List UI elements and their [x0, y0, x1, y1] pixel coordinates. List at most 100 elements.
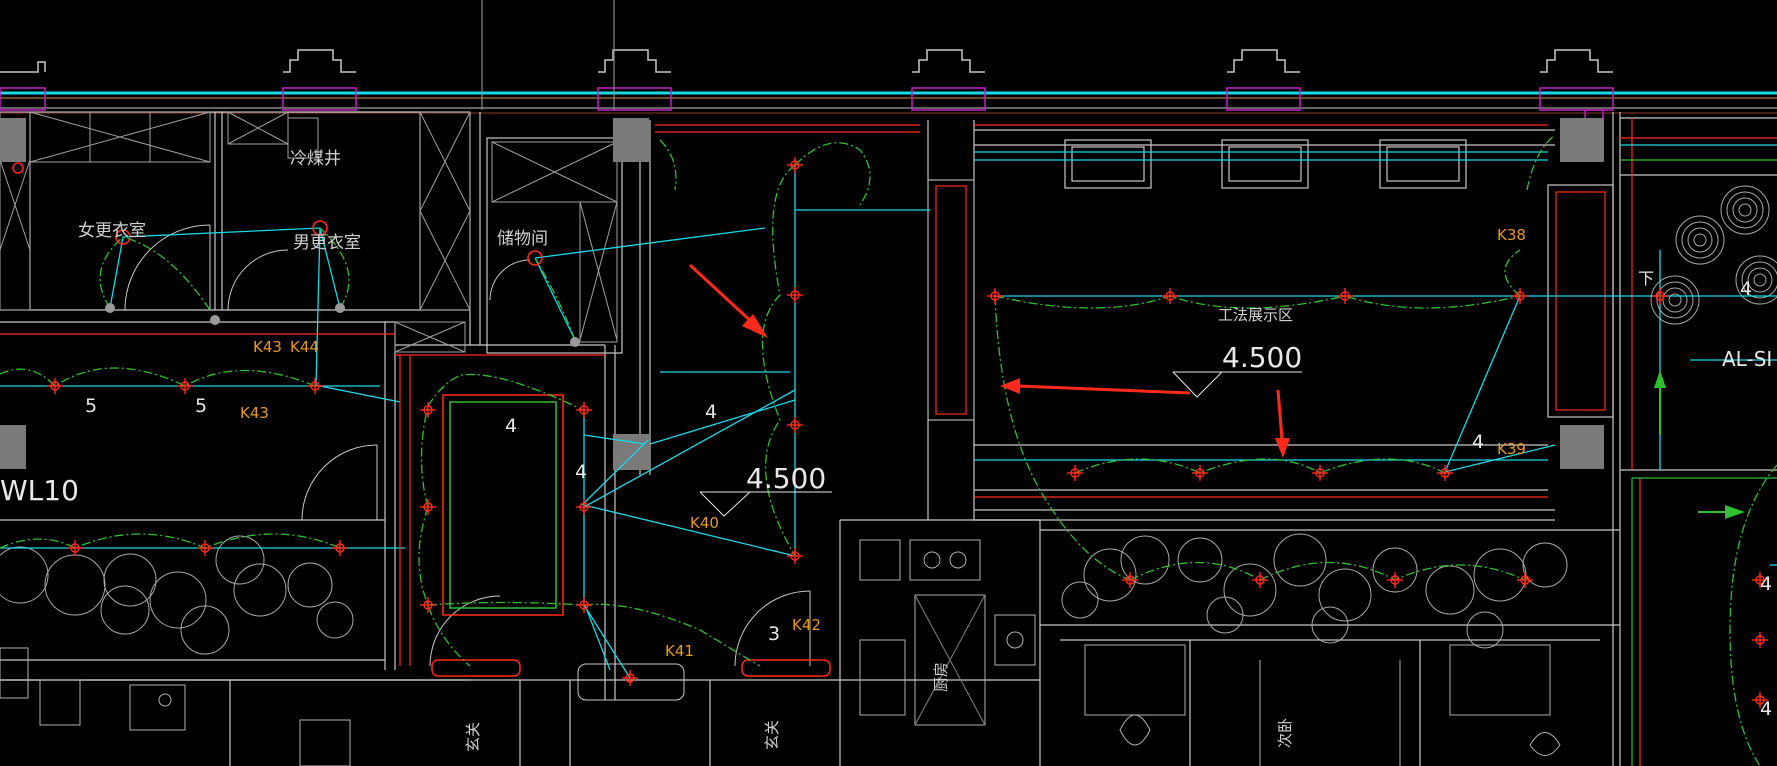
- light-fixture-symbol: [1437, 465, 1453, 481]
- vent-symbol: [1720, 185, 1770, 235]
- light-fixture-symbol: [787, 287, 803, 303]
- doors: [124, 224, 811, 667]
- lighting-fixtures: [12, 157, 1768, 708]
- level-label-mid: 4.500: [746, 462, 826, 495]
- room-label-storage: 储物间: [497, 229, 548, 249]
- red-cables: [0, 124, 1777, 666]
- switch-symbol: [210, 315, 220, 325]
- light-fixture-symbol: [177, 378, 193, 394]
- light-fixture-symbol: [1162, 288, 1178, 304]
- light-fixture-symbol: [576, 597, 592, 613]
- light-fixture-symbol: [420, 499, 436, 515]
- light-fixture-symbol: [307, 378, 323, 394]
- vent-symbol: [1687, 227, 1713, 253]
- vent-symbol: [1681, 221, 1719, 259]
- vent-symbol: [1726, 191, 1764, 229]
- vent-symbol: [1656, 281, 1694, 319]
- wire-count-3: 3: [768, 623, 780, 645]
- tree-symbol: [1372, 547, 1418, 593]
- tree-symbol: [1473, 548, 1527, 602]
- tree-symbol: [1425, 565, 1475, 615]
- stair-down-label: 下: [1638, 269, 1654, 288]
- tree-symbol: [149, 571, 207, 629]
- circuit-label-k42: K42: [792, 616, 821, 634]
- vent-symbol: [1662, 287, 1688, 313]
- circuit-label-k44: K44: [290, 338, 319, 356]
- circuit-label-k38: K38: [1497, 226, 1526, 244]
- tree-symbol: [0, 546, 49, 604]
- light-fixture-symbol: [1067, 465, 1083, 481]
- light-fixture-symbol: [1512, 288, 1528, 304]
- tree-symbol: [1522, 542, 1568, 588]
- fixtures: [0, 539, 1561, 766]
- level-markers: [699, 371, 1302, 517]
- light-fixture-symbol: [420, 402, 436, 418]
- light-fixture-symbol: [576, 499, 592, 515]
- tree-symbol: [1177, 537, 1223, 583]
- vent-symbol: [1732, 197, 1758, 223]
- wire-count-4e: 4: [1740, 278, 1752, 300]
- room-label-kitchen: 厨房: [932, 662, 950, 692]
- light-fixture-symbol: [1517, 572, 1533, 588]
- tree-symbol: [100, 585, 150, 635]
- exhibition-windows: [974, 124, 1548, 498]
- light-fixture-symbol: [1192, 465, 1208, 481]
- light-fixture-symbol: [1122, 572, 1138, 588]
- tree-symbol: [287, 562, 333, 608]
- level-labels: 4.500 4.500: [746, 341, 1302, 495]
- light-fixture-symbol: [1337, 288, 1353, 304]
- light-fixture-symbol: [787, 417, 803, 433]
- tree-symbol: [215, 535, 265, 585]
- vent-symbol: [1753, 273, 1767, 287]
- circuit-label-k39: K39: [1497, 440, 1526, 458]
- annotation-arrows: [688, 263, 1290, 458]
- light-fixture-symbol: [1652, 288, 1668, 304]
- wire-count-4b: 4: [575, 461, 587, 483]
- vent-symbol: [1675, 215, 1725, 265]
- light-fixture-symbol: [67, 540, 83, 556]
- tree-symbol: [1120, 535, 1170, 585]
- vent-symbol: [1738, 203, 1752, 217]
- circuit-label-k41: K41: [665, 642, 694, 660]
- green-circuits: [0, 134, 1777, 766]
- wire-count-4f: 4: [1760, 573, 1772, 595]
- tree-symbol: [180, 605, 230, 655]
- switch-symbol: [105, 303, 115, 313]
- wire-count-5a: 5: [85, 395, 97, 417]
- landscape-trees: [0, 185, 1777, 655]
- vent-symbol: [1735, 255, 1777, 305]
- switch-symbol: [570, 337, 580, 347]
- vent-symbol: [1650, 275, 1700, 325]
- ceiling-light-symbol: [312, 220, 328, 236]
- light-fixture-symbol: [787, 157, 803, 173]
- ceiling-light-symbol: [527, 250, 543, 266]
- circuit-labels: K43 K44 K43 K40 K41 K42 K38 K39: [240, 226, 1526, 660]
- green-arrows: [1654, 370, 1745, 519]
- lobby-bench: [431, 394, 831, 701]
- wire-count-labels: 5 5 4 4 4 3 4 4 4 4 下: [85, 269, 1772, 720]
- tree-symbol: [1223, 563, 1277, 617]
- wire-count-4a: 4: [505, 415, 517, 437]
- tree-symbol: [316, 601, 354, 639]
- room-label-foyer-mid: 玄关: [763, 720, 781, 750]
- circuit-label-k40: K40: [690, 514, 719, 532]
- light-fixture-symbol: [332, 540, 348, 556]
- panel-label-wl10: WL10: [0, 474, 79, 507]
- ceiling-light-symbol: [12, 162, 24, 174]
- tree-symbol: [1273, 533, 1327, 587]
- tree-symbol: [233, 563, 287, 617]
- panel-label-al: AL-SI: [1722, 347, 1772, 371]
- light-fixture-symbol: [1752, 632, 1768, 648]
- tree-symbol: [1318, 568, 1372, 622]
- level-label-right: 4.500: [1222, 341, 1302, 374]
- light-fixture-symbol: [787, 548, 803, 564]
- light-fixture-symbol: [1387, 572, 1403, 588]
- light-fixture-symbol: [47, 378, 63, 394]
- room-label-bedroom: 次卧: [1276, 718, 1294, 748]
- light-fixture-symbol: [576, 402, 592, 418]
- room-label-shaft: 冷煤井: [290, 149, 341, 169]
- room-label-exhibition: 工法展示区: [1218, 306, 1293, 324]
- panel-labels: WL10 AL-SI: [0, 347, 1772, 507]
